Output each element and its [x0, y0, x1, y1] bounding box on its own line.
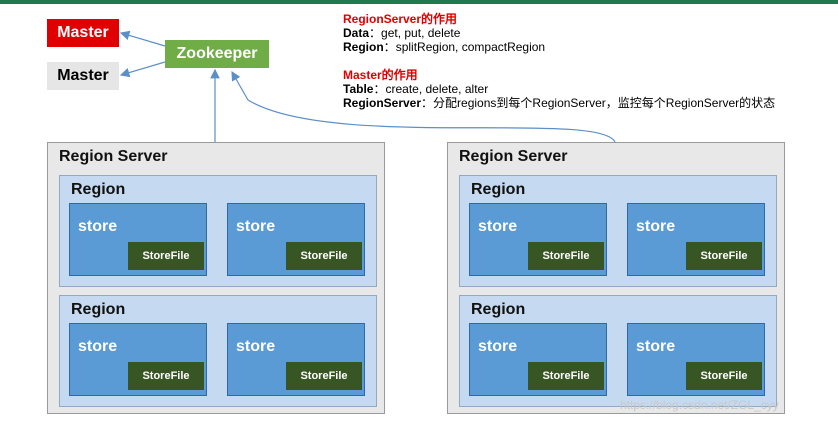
store: store StoreFile	[227, 323, 365, 396]
store: store StoreFile	[69, 203, 207, 276]
region-server-1: Region Server Region store StoreFile sto…	[47, 142, 385, 414]
region: Region store StoreFile store StoreFile	[459, 175, 777, 287]
storefile: StoreFile	[128, 362, 204, 390]
store: store StoreFile	[469, 323, 607, 396]
zookeeper-node: Zookeeper	[165, 40, 269, 68]
store-title: store	[78, 218, 118, 235]
region-server-title: Region Server	[59, 148, 168, 165]
regionserver-notes-heading: RegionServer的作用	[343, 12, 458, 26]
store: store StoreFile	[69, 323, 207, 396]
master-active-node: Master	[47, 19, 119, 47]
master-note-regionserver: RegionServer：分配regions到每个RegionServer，监控…	[343, 96, 776, 110]
storefile: StoreFile	[286, 242, 362, 270]
storefile: StoreFile	[528, 362, 604, 390]
region: Region store StoreFile store StoreFile	[459, 295, 777, 407]
storefile: StoreFile	[686, 362, 762, 390]
master-active-label: Master	[57, 24, 109, 41]
region: Region store StoreFile store StoreFile	[59, 175, 377, 287]
store-title: store	[636, 338, 676, 355]
master-note-table: Table：create, delete, alter	[343, 82, 489, 96]
region: Region store StoreFile store StoreFile	[59, 295, 377, 407]
master-standby-node: Master	[47, 62, 119, 90]
server2-to-zk-arrow	[231, 70, 616, 143]
master-notes: Master的作用 Table：create, delete, alter Re…	[343, 68, 775, 110]
regionserver-note-region: Region：splitRegion, compactRegion	[343, 40, 546, 54]
region-server-title: Region Server	[459, 148, 568, 165]
store-title: store	[478, 338, 518, 355]
watermark: https://blog.csdn.net/ZGL_cyy	[620, 398, 779, 412]
store: store StoreFile	[627, 203, 765, 276]
master-notes-heading: Master的作用	[343, 68, 418, 82]
storefile: StoreFile	[286, 362, 362, 390]
zookeeper-label: Zookeeper	[176, 45, 258, 62]
top-rule	[0, 0, 838, 4]
region-title: Region	[471, 181, 526, 198]
store-title: store	[78, 338, 118, 355]
regionserver-notes: RegionServer的作用 Data：get, put, delete Re…	[343, 12, 545, 54]
store-title: store	[236, 218, 276, 235]
master-standby-label: Master	[57, 67, 109, 84]
zk-to-master-arrow	[119, 30, 166, 47]
store-title: store	[236, 338, 276, 355]
region-server-2: Region Server Region store StoreFile sto…	[447, 142, 785, 414]
store: store StoreFile	[469, 203, 607, 276]
region-title: Region	[471, 301, 526, 318]
region-title: Region	[71, 181, 126, 198]
regionserver-note-data: Data：get, put, delete	[343, 26, 461, 40]
store-title: store	[478, 218, 518, 235]
store: store StoreFile	[227, 203, 365, 276]
store-title: store	[636, 218, 676, 235]
storefile: StoreFile	[528, 242, 604, 270]
storefile: StoreFile	[686, 242, 762, 270]
storefile: StoreFile	[128, 242, 204, 270]
store: store StoreFile	[627, 323, 765, 396]
region-title: Region	[71, 301, 126, 318]
zk-to-standby-arrow	[119, 61, 166, 78]
